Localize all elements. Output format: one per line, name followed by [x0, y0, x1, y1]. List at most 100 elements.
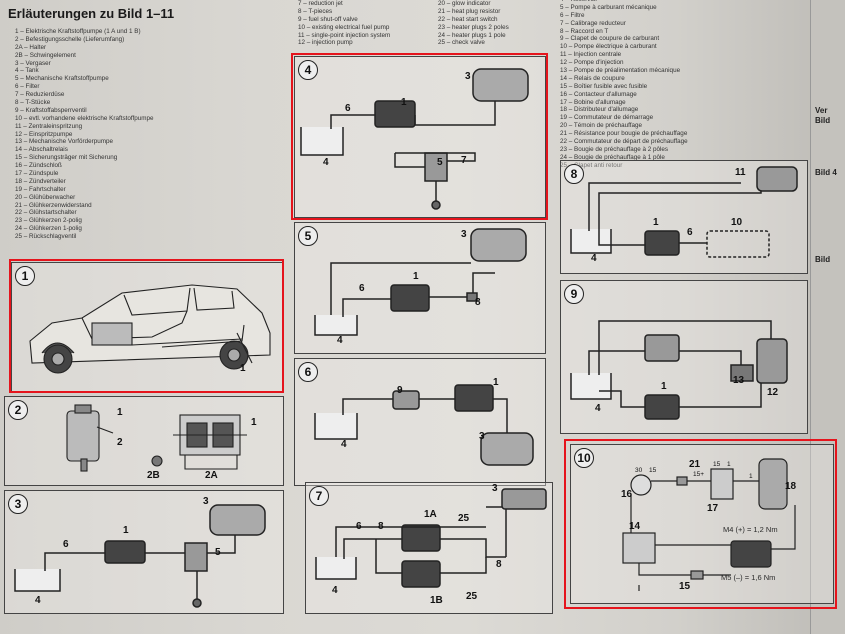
highlight-figure-10	[564, 439, 837, 609]
part-number: 4	[341, 439, 347, 450]
fuel-circuit-diagram	[314, 228, 527, 336]
legend-item: 6 – Filtre	[560, 11, 585, 19]
legend-item: 2B – Schwingelement	[15, 51, 76, 59]
part-number: 13	[733, 375, 745, 386]
legend-item: 21 – Glühkerzenwiderstand	[15, 201, 92, 209]
terminal-label: 1	[749, 473, 753, 480]
part-number: 2A	[205, 470, 218, 481]
strip-heading: Ver	[815, 106, 828, 115]
figure-number: 10	[574, 448, 594, 468]
part-number: 1	[117, 407, 123, 418]
part-number: 1	[653, 217, 659, 228]
part-number: 3	[461, 229, 467, 240]
part-number: 4	[323, 157, 329, 168]
strip-heading: Bild	[815, 255, 831, 264]
part-number: 4	[332, 585, 338, 596]
part-number: 4	[591, 253, 597, 264]
part-number: 8	[475, 297, 481, 308]
legend-french: 4 – Réservoir5 – Pompe à carburant mécan…	[560, 0, 688, 170]
legend-item: 16 – Contacteur d'allumage	[560, 90, 637, 98]
legend-item: 9 – fuel shut-off valve	[298, 15, 358, 23]
fuel-circuit-diagram	[315, 488, 547, 588]
part-number: 12	[767, 387, 779, 398]
legend-item: 7 – Calibrage reducteur	[560, 19, 626, 27]
legend-item: 25 – Rückschlagventil	[15, 233, 77, 241]
fuel-circuit-diagram	[314, 384, 534, 466]
legend-item: 16 – Zündschloß	[15, 162, 62, 170]
legend-item: 11 – Zentraleinspritzung	[15, 122, 83, 130]
legend-item: 20 – Glühüberwacher	[15, 193, 76, 201]
legend-item: 19 – Fahrtschalter	[15, 185, 66, 193]
figure-8-panel: 8 11 1 6 10 4	[560, 160, 808, 274]
part-number: 6	[687, 227, 693, 238]
legend-item: 22 – heat start switch	[438, 15, 498, 23]
legend-item: 12 – injection pump	[298, 39, 353, 47]
part-number: 1	[493, 377, 499, 388]
legend-item: 5 – Pompe à carburant mécanique	[560, 3, 657, 11]
fuel-circuit-diagram	[14, 504, 266, 608]
legend-item: 8 – T-pieces	[298, 7, 333, 15]
part-number: 16	[621, 489, 633, 500]
legend-item: 2A – Halter	[15, 43, 47, 51]
part-number: 15	[679, 581, 691, 592]
legend-item: 24 – Glühkerzen 1-polig	[15, 225, 82, 233]
figure-number: 7	[309, 486, 329, 506]
legend-item: 18 – Zündverteiler	[15, 177, 66, 185]
part-number: 1	[401, 97, 407, 108]
figure-10-panel: 10 16 21 18 17	[570, 444, 834, 604]
part-number: 6	[359, 283, 365, 294]
terminal-label: 1	[727, 461, 731, 468]
legend-item: 22 – Commutateur de départ de préchauffa…	[560, 138, 688, 146]
legend-item: 4 – Tank	[15, 67, 39, 75]
part-number: 6	[356, 521, 362, 532]
pump-mounting-illustration	[66, 404, 247, 472]
part-number: 4	[35, 595, 41, 606]
part-number: 4	[337, 335, 343, 346]
legend-item: 7 – Reduzierdüse	[15, 91, 65, 99]
part-number: 1	[251, 417, 257, 428]
strip-heading: Bild	[815, 116, 831, 125]
torque-spec-negative: M5 (–) = 1,6 Nm	[721, 573, 776, 582]
legend-german: 1 – Elektrische Kraftstoffpumpe (1 A und…	[15, 28, 154, 241]
adjacent-page-strip: Ver Bild Bild 4 Bild	[810, 0, 845, 634]
terminal-label: 15+	[693, 471, 705, 478]
terminal-label: 15	[713, 461, 721, 468]
figure-number: 4	[298, 60, 318, 80]
part-number: 18	[785, 481, 797, 492]
legend-item: 20 – Témoin de préchauffage	[560, 122, 643, 130]
legend-item: 19 – Commutateur de démarrage	[560, 114, 654, 122]
part-number: 3	[203, 496, 209, 507]
legend-item: 24 – heater plugs 1 pole	[438, 31, 506, 39]
part-number: 1	[123, 525, 129, 536]
legend-item: 22 – Glühstartschalter	[15, 209, 77, 217]
legend-item: 8 – T-Stücke	[15, 99, 51, 107]
legend-item: 5 – Mechanische Kraftstoffpumpe	[15, 75, 109, 83]
legend-item: 8 – Raccord en T	[560, 27, 609, 35]
figure-3-panel: 3 3 1 6 5 4	[4, 490, 284, 614]
part-number: 3	[465, 71, 471, 82]
part-number: 1	[413, 271, 419, 282]
car-illustration	[29, 284, 271, 374]
part-number: 6	[63, 539, 69, 550]
legend-item: 9 – Clapet de coupure de carburant	[560, 35, 660, 43]
figure-6-panel: 6 9 1 4 3	[294, 358, 546, 486]
figure-number: 1	[15, 266, 35, 286]
legend-item: 10 – Pompe électrique à carburant	[560, 43, 657, 51]
legend-item: 23 – Bougie de préchauffage à 2 pôles	[560, 145, 669, 153]
figure-number: 5	[298, 226, 318, 246]
figure-number: 2	[8, 400, 28, 420]
figure-7-panel: 7 1A 25 6 8 3 8 4 1B 25	[305, 482, 553, 614]
legend-item: 12 – Einspritzpumpe	[15, 130, 73, 138]
figure-number: 3	[8, 494, 28, 514]
page-title: Erläuterungen zu Bild 1–11	[8, 6, 175, 21]
legend-item: 17 – Bobine d'allumage	[560, 98, 626, 106]
part-number: 5	[437, 157, 443, 168]
part-number: 17	[707, 503, 719, 514]
part-number: 3	[479, 431, 485, 442]
legend-item: 14 – Relais de coupure	[560, 74, 625, 82]
strip-heading: Bild 4	[815, 168, 837, 177]
wiring-diagram	[622, 458, 796, 591]
terminal-label: 30	[635, 467, 643, 474]
